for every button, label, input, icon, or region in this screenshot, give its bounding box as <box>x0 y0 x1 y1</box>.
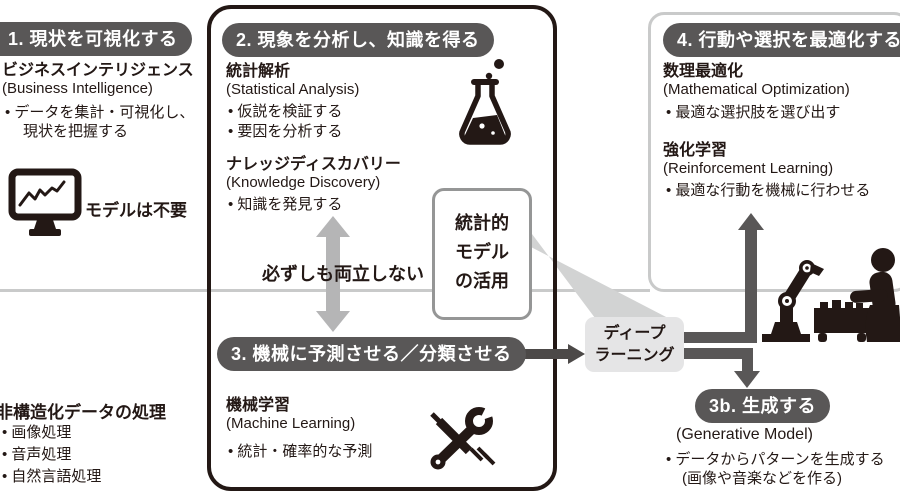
rl-title-en: (Reinforcement Learning) <box>663 160 834 177</box>
bi-point-line1: • データを集計・可視化し、 <box>5 104 195 121</box>
stat-model-box-line: 統計的 <box>455 213 509 233</box>
gen-title-en: (Generative Model) <box>676 426 813 443</box>
section3-badge: 3. 機械に予測させる／分類させる <box>217 337 526 371</box>
opt-point: • 最適な選択肢を選び出す <box>666 104 841 121</box>
stat-point: • 仮説を検証する <box>228 103 343 120</box>
dl-to-optimize-connector <box>684 332 757 343</box>
stat-title: 統計解析 <box>226 63 291 80</box>
stat-title-en: (Statistical Analysis) <box>226 81 360 98</box>
ml-title-en: (Machine Learning) <box>226 415 356 432</box>
opt-title-en: (Mathematical Optimization) <box>663 81 850 98</box>
double-arrow-icon <box>316 216 350 332</box>
deep-learning-box: ディープ ラーニング <box>585 317 684 372</box>
kd-point: • 知識を発見する <box>228 196 343 213</box>
dl-to-generate-arrow-shaft <box>742 348 753 372</box>
kd-title: ナレッジディスカバリー <box>226 156 401 173</box>
section2-badge: 2. 現象を分析し、知識を得る <box>222 23 494 57</box>
gen-point-line2: (画像や音楽などを作る) <box>682 470 842 487</box>
opt-title: 数理最適化 <box>663 63 744 80</box>
unstructured-item: • 画像処理 <box>2 424 72 441</box>
monitor-chart-icon <box>8 168 82 236</box>
stat-model-box: 統計的 モデル の活用 <box>432 188 532 320</box>
dl-to-generate-connector <box>684 348 753 359</box>
stat-point: • 要因を分析する <box>228 123 343 140</box>
dl-to-optimize-arrow-head <box>738 213 764 230</box>
stat-model-box-line: モデル <box>455 242 509 262</box>
bi-point-line2: 現状を把握する <box>23 123 129 140</box>
robot-arm-person-icon <box>762 248 900 342</box>
section1-badge: 1. 現状を可視化する <box>0 22 192 56</box>
flask-icon <box>459 59 511 145</box>
optimization-section-frame <box>648 12 900 292</box>
tension-label: 必ずしも両立しない <box>262 264 424 284</box>
kd-title-en: (Knowledge Discovery) <box>226 174 381 191</box>
deep-learning-box-line: ディープ <box>603 325 666 342</box>
horizontal-divider-line <box>0 289 650 292</box>
bi-title-en: (Business Intelligence) <box>2 80 153 97</box>
model-note: モデルは不要 <box>85 201 187 220</box>
tools-icon <box>430 405 502 470</box>
rl-point: • 最適な行動を機械に行わせる <box>666 182 871 199</box>
deep-learning-box-line: ラーニング <box>594 347 675 364</box>
bi-title: ビジネスインテリジェンス <box>2 62 194 79</box>
predict-to-dl-arrow-head <box>568 344 585 364</box>
stat-model-box-line: の活用 <box>455 271 509 291</box>
ml-point: • 統計・確率的な予測 <box>228 443 373 460</box>
dl-to-optimize-arrow-shaft <box>745 228 757 343</box>
unstructured-title: 非構造化データの処理 <box>0 403 166 422</box>
analysis-section-frame <box>207 5 557 491</box>
section4-badge: 4. 行動や選択を最適化する <box>663 23 900 57</box>
predict-to-dl-arrow-shaft <box>516 349 569 359</box>
section3b-badge: 3b. 生成する <box>695 389 831 423</box>
unstructured-item: • 音声処理 <box>2 446 72 463</box>
dl-to-generate-arrow-head <box>734 371 760 388</box>
callout-wedge-icon <box>529 230 668 318</box>
gen-point-line1: • データからパターンを生成する <box>666 451 885 468</box>
rl-title: 強化学習 <box>663 142 728 159</box>
unstructured-item: • 自然言語処理 <box>2 468 102 485</box>
ml-title: 機械学習 <box>226 397 291 414</box>
